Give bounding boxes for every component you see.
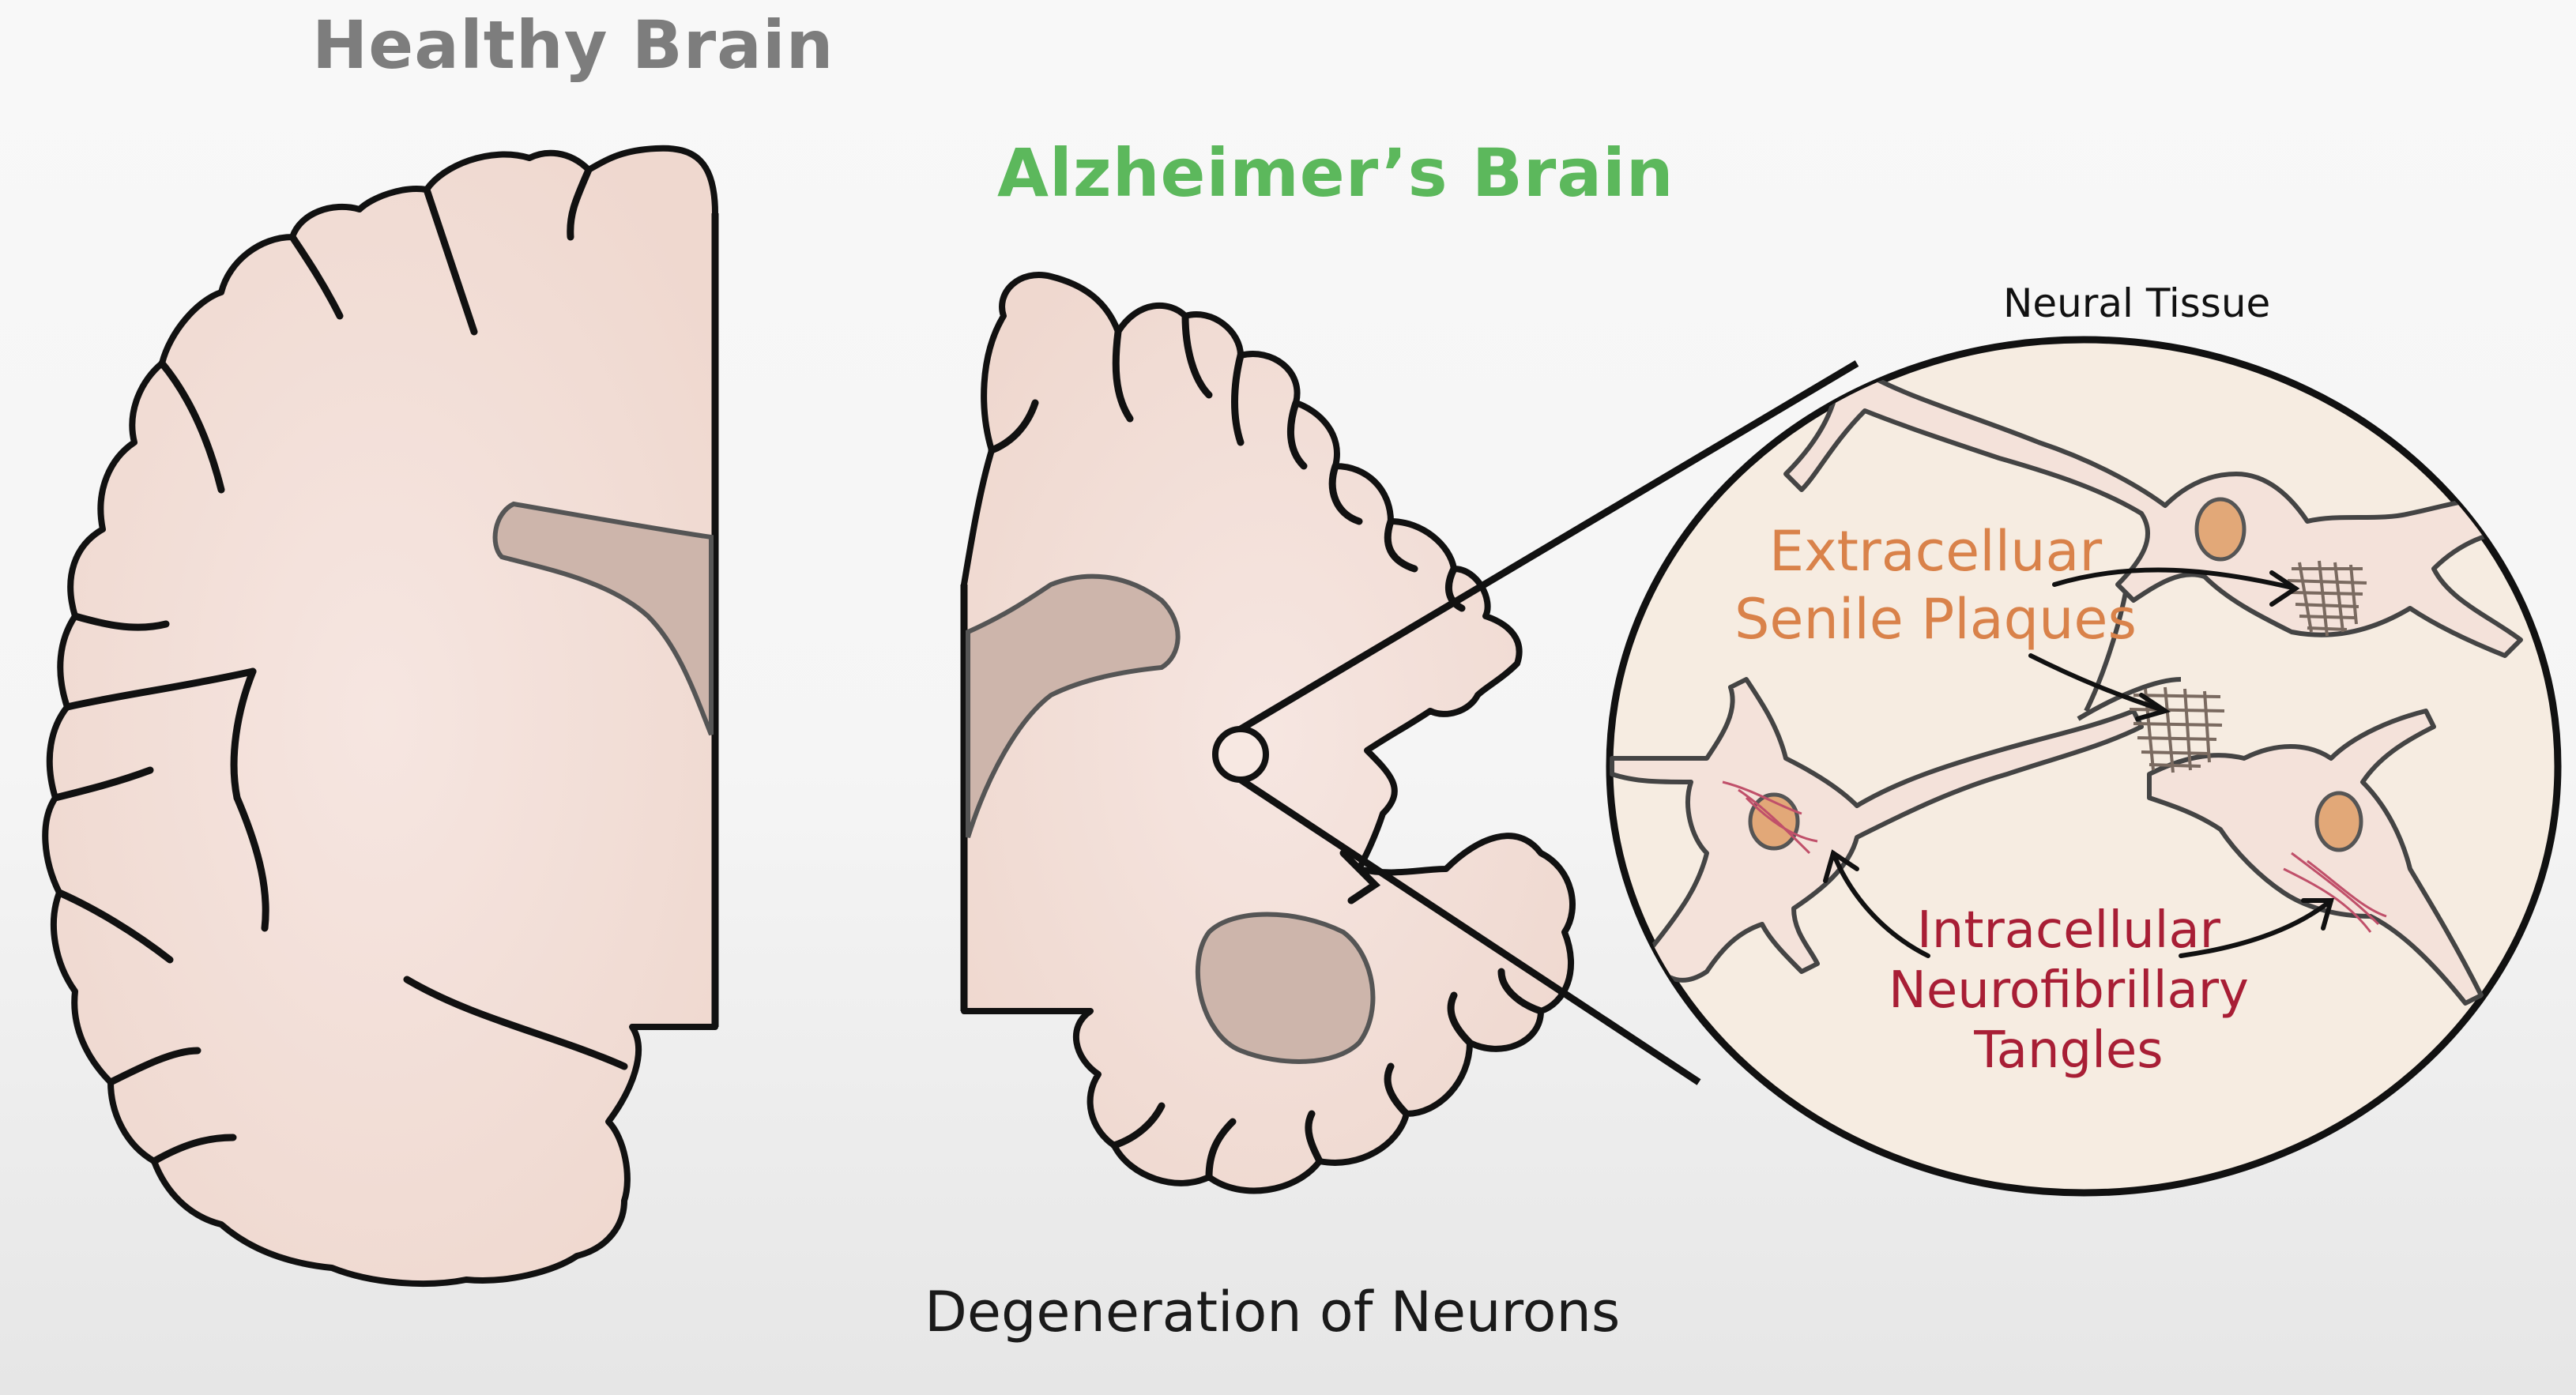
neuron-2: [1610, 677, 2144, 983]
plaque-arrow-1: [2052, 567, 2298, 591]
zoom-lines: [1238, 360, 1859, 1085]
tangle-arrow-2: [2179, 898, 2333, 958]
caption: Degeneration of Neurons: [925, 1280, 1621, 1344]
magnify-spot: [1212, 726, 1269, 783]
tangles-label: Intracellular Neurofibrillary Tangles: [1889, 901, 2249, 1081]
plaques: [2129, 560, 2367, 773]
arrows: [1823, 567, 2334, 958]
plaques-label-line1: Extracelluar: [1768, 519, 2103, 584]
nucleus-3: [2314, 791, 2363, 852]
tangles-label-line3: Tangles: [1974, 1021, 2164, 1080]
plaques-label-line2: Senile Plaques: [1734, 587, 2137, 652]
plaque-arrow-2: [2028, 653, 2167, 713]
tangles-label-line1: Intracellular: [1916, 901, 2220, 960]
healthy-brain-title: Healthy Brain: [312, 6, 834, 84]
nucleus-1: [2194, 497, 2246, 562]
healthy-brain-outline: [42, 145, 718, 1287]
tangles-label-line2: Neurofibrillary: [1889, 961, 2249, 1020]
alzheimers-brain-outline: [961, 272, 1576, 1194]
alzheimers-ventricle: [966, 573, 1181, 838]
plaque-2: [2129, 686, 2225, 773]
alzheimers-sulci: [988, 312, 1545, 1181]
plaques-label: Extracelluar Senile Plaques: [1734, 517, 2137, 653]
tangles: [1722, 780, 2387, 933]
tangle-2: [2283, 852, 2387, 933]
healthy-ventricle: [492, 501, 714, 736]
healthy-brain: [42, 145, 719, 1287]
tangle-arrow-1: [1831, 851, 1930, 958]
healthy-sulci: [51, 166, 628, 1165]
alzheimers-brain: [960, 272, 1576, 1194]
plaque-1: [2287, 560, 2367, 637]
neural-tissue-inset: [1606, 336, 2562, 1197]
neuron-3: [2147, 709, 2484, 1006]
tangle-1: [1722, 780, 1818, 855]
axon-link: [2077, 592, 2182, 721]
alzheimers-brain-title: Alzheimer’s Brain: [997, 134, 1674, 212]
alzheimers-lesion: [1195, 912, 1376, 1064]
neural-tissue-label: Neural Tissue: [2003, 280, 2271, 326]
